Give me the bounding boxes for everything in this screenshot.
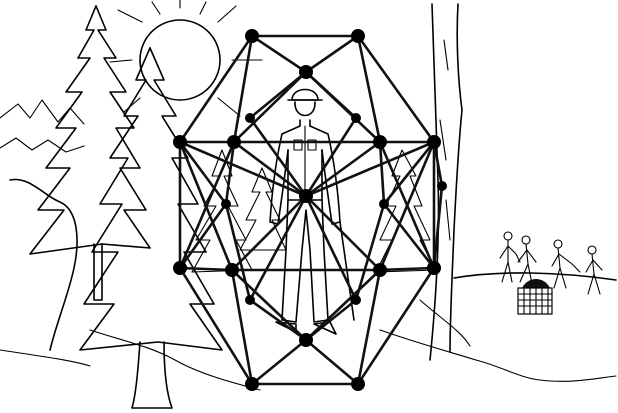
lattice-edge (232, 196, 306, 270)
lattice-node (225, 263, 239, 277)
distant-worker (586, 246, 602, 294)
lattice-node (227, 135, 241, 149)
lattice-node (373, 263, 387, 277)
lattice-node (427, 261, 441, 275)
lattice-edge (180, 36, 252, 142)
lattice-node (351, 113, 361, 123)
lattice-edge (250, 196, 306, 300)
lattice-node (245, 295, 255, 305)
distant-worker (552, 240, 580, 288)
lattice-node (379, 199, 389, 209)
lattice-node (351, 295, 361, 305)
lattice-edge (306, 340, 358, 384)
distant-worker (500, 232, 520, 282)
lattice-node (245, 113, 255, 123)
lattice-node (299, 65, 313, 79)
lattice-node (245, 29, 259, 43)
lattice-node (437, 181, 447, 191)
lattice-node (351, 29, 365, 43)
lattice-node (373, 135, 387, 149)
lattice-node (427, 135, 441, 149)
lattice-node (351, 377, 365, 391)
lattice-node (173, 135, 187, 149)
worker-figure (270, 90, 354, 335)
lattice-edge (384, 204, 434, 268)
distant-worker (518, 236, 536, 284)
lattice-edge (380, 268, 434, 270)
lattice-node (245, 377, 259, 391)
distant-workers (500, 232, 602, 294)
lattice-node (299, 189, 313, 203)
lattice-edge (252, 340, 306, 384)
net-bundle (518, 279, 552, 314)
lattice-edge (252, 36, 306, 72)
sun (110, 0, 262, 116)
lattice-node (221, 199, 231, 209)
lattice-node (299, 333, 313, 347)
lattice-edge (180, 268, 232, 270)
lattice-node (173, 261, 187, 275)
pine-tree-left (30, 6, 150, 300)
lattice-edge (306, 36, 358, 72)
pine-tree-center-left (80, 48, 222, 408)
